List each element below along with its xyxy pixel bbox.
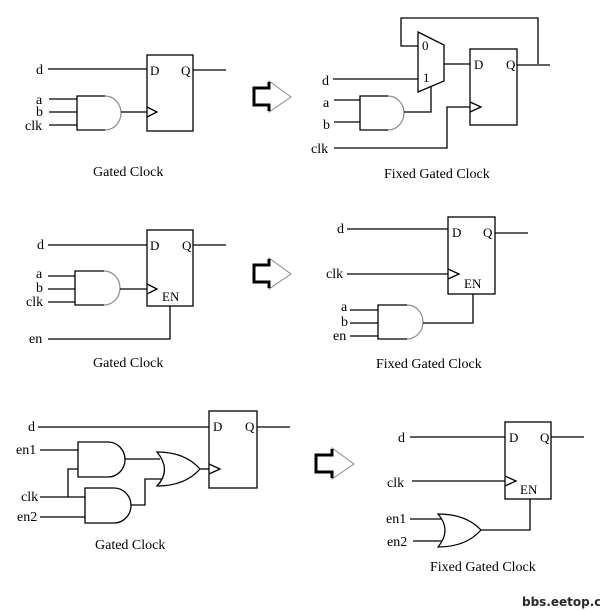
input-label-clk: clk [21, 490, 38, 505]
input-label-clk: clk [387, 476, 404, 491]
input-label-a: a [341, 300, 348, 315]
input-label-clk: clk [311, 142, 328, 157]
clock-pin-icon [146, 106, 159, 118]
clock-pin-icon [447, 268, 461, 280]
flip-flop [208, 410, 258, 489]
input-label-d: d [36, 63, 43, 78]
watermark: bbs.eetop.cn [522, 595, 600, 609]
pin-q: Q [181, 63, 191, 78]
input-label-b: b [341, 315, 348, 330]
input-label-d: d [28, 420, 35, 435]
input-label-en1: en1 [16, 443, 36, 458]
mux-pin-1: 1 [423, 70, 430, 85]
pin-d: D [150, 63, 159, 78]
row3-right-fixed-gated-clock: d clk D Q EN en1 en2 Fixed Gated Clock [386, 421, 584, 575]
caption: Gated Clock [95, 538, 165, 553]
pin-en: EN [162, 289, 180, 304]
caption: Fixed Gated Clock [376, 357, 482, 372]
pin-q: Q [245, 419, 255, 434]
flip-flop [447, 216, 496, 295]
input-label-d: d [37, 238, 44, 253]
clock-pin-icon [469, 101, 483, 113]
input-label-d: d [337, 222, 344, 237]
pin-d: D [452, 225, 461, 240]
input-label-a: a [36, 93, 43, 108]
clock-pin-icon [504, 475, 518, 487]
wire-mux-select [404, 86, 432, 113]
pin-en: EN [520, 482, 538, 497]
flip-flop [469, 48, 518, 126]
and-gate-1 [77, 441, 126, 478]
or-gate [436, 513, 482, 548]
pin-q: Q [506, 57, 516, 72]
mux [417, 30, 445, 93]
right-arrow-icon [252, 80, 292, 113]
caption: Gated Clock [93, 356, 163, 371]
flip-flop [146, 229, 194, 307]
and-gate [377, 304, 424, 340]
wire-clk-branch [67, 468, 78, 497]
flip-flop [146, 54, 194, 132]
input-label-clk: clk [26, 295, 43, 310]
and-gate [74, 270, 121, 306]
flip-flop [504, 421, 552, 500]
input-label-b: b [36, 105, 43, 120]
and-gate-2 [84, 487, 132, 524]
row2-left-gated-clock: d a b clk D Q EN en Gated Clock [26, 229, 226, 371]
wire-enable [423, 294, 474, 324]
pin-d: D [213, 419, 222, 434]
input-label-en2: en2 [17, 510, 37, 525]
pin-d: D [150, 238, 159, 253]
input-label-clk: clk [326, 267, 343, 282]
input-label-d: d [398, 431, 405, 446]
wire-and2-out [131, 478, 162, 506]
input-label-en: en [29, 332, 42, 347]
wire-en [48, 306, 171, 340]
row1-right-fixed-gated-clock: 0 1 d a b clk D Q Fixed Gated Clock [311, 17, 550, 182]
input-label-a: a [36, 267, 43, 282]
pin-q: Q [182, 238, 192, 253]
input-label-en: en [333, 329, 346, 344]
wire-clk [334, 106, 470, 149]
row2-right-fixed-gated-clock: d clk D Q EN a b en Fixed Gated Clock [326, 216, 528, 372]
clock-pin-icon [208, 463, 222, 475]
caption: Fixed Gated Clock [430, 560, 536, 575]
wire-enable [481, 499, 531, 531]
caption: Fixed Gated Clock [384, 167, 490, 182]
caption: Gated Clock [93, 165, 163, 180]
and-gate [359, 95, 405, 131]
mux-pin-0: 0 [422, 38, 429, 53]
row3-left-gated-clock: d en1 clk en2 D Q Gated Clock [16, 410, 290, 553]
clock-pin-icon [146, 283, 159, 295]
pin-q: Q [483, 225, 493, 240]
input-label-b: b [323, 118, 330, 133]
right-arrow-icon [314, 447, 355, 480]
input-label-clk: clk [25, 119, 42, 134]
input-label-d: d [322, 74, 329, 89]
pin-d: D [509, 430, 518, 445]
row1-left-gated-clock: d a b clk D Q Gated Clock [25, 54, 226, 180]
right-arrow-icon [252, 257, 292, 290]
input-label-en2: en2 [387, 535, 407, 550]
or-gate [155, 451, 201, 487]
pin-d: D [474, 57, 483, 72]
input-label-en1: en1 [386, 512, 406, 527]
input-label-b: b [36, 281, 43, 296]
pin-q: Q [540, 430, 550, 445]
pin-en: EN [464, 276, 482, 291]
wire-q-feedback [400, 17, 539, 64]
and-gate [76, 95, 122, 131]
input-label-a: a [323, 96, 330, 111]
